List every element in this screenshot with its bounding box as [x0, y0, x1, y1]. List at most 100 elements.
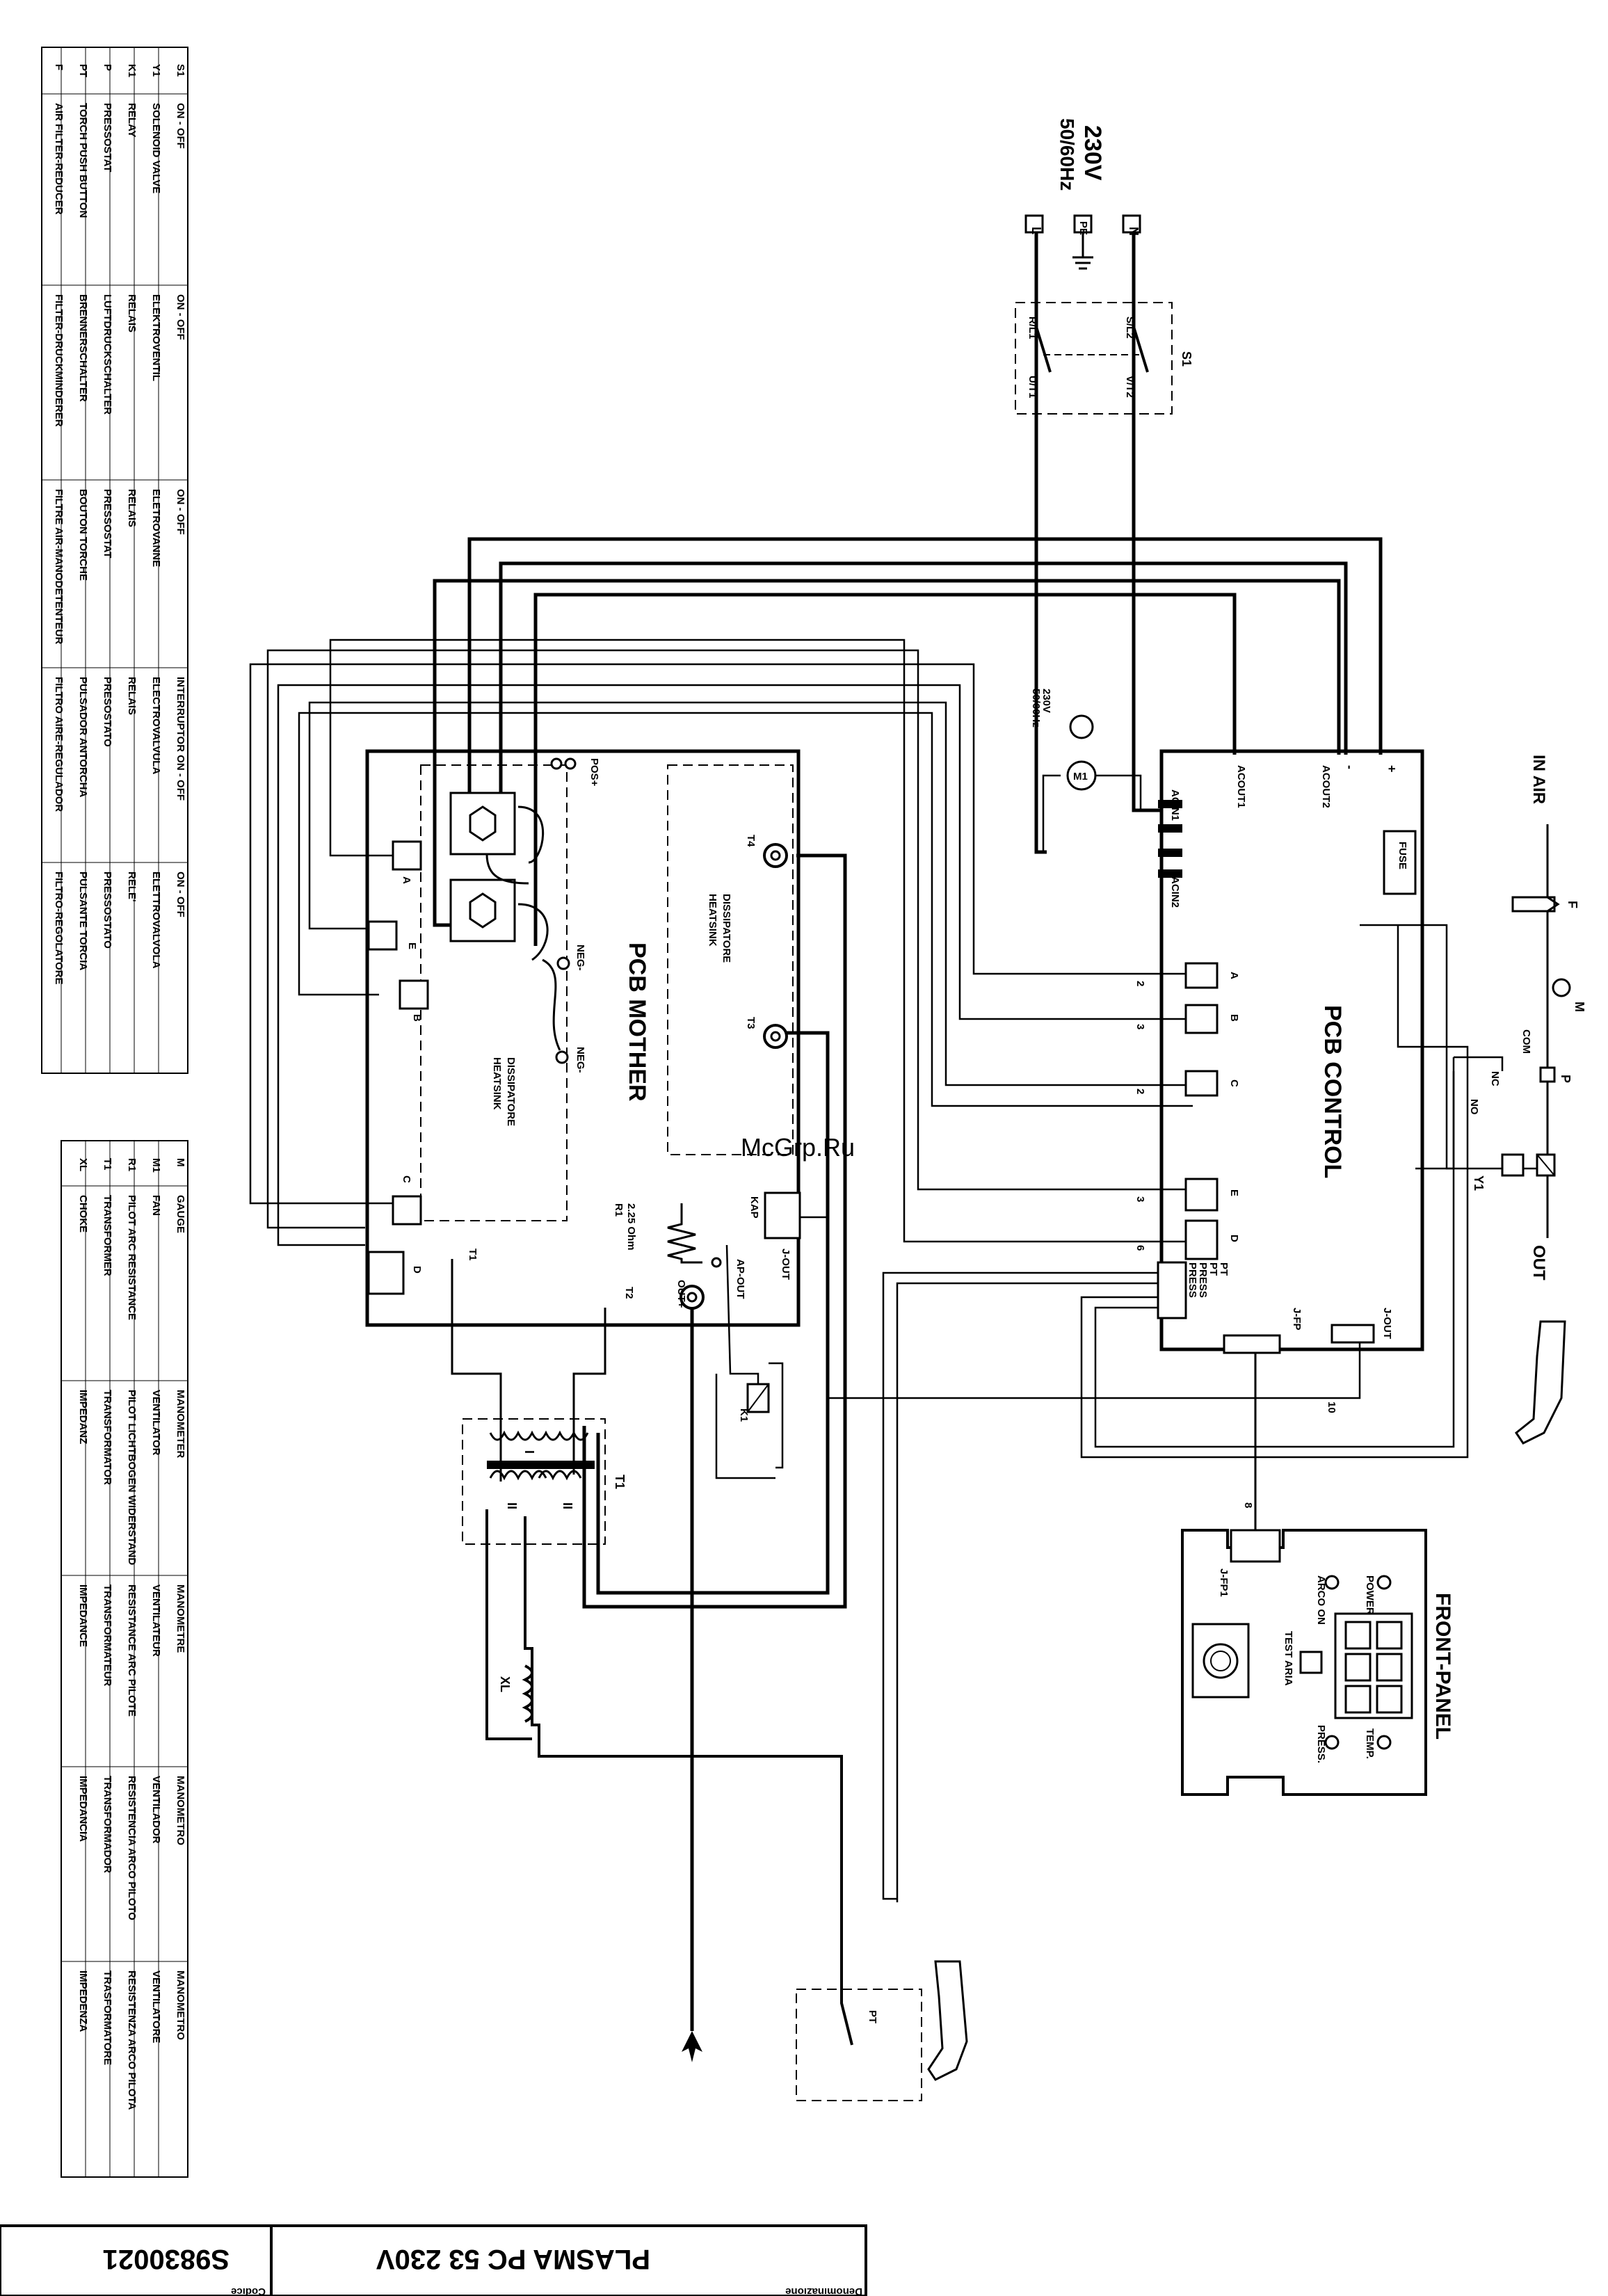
torch-icon — [927, 1960, 968, 2081]
table-cell: XL — [77, 1158, 89, 1171]
table-cell: ELECTROVALVULA — [150, 677, 162, 774]
table-cell: ELEKTROVENTIL — [150, 294, 162, 381]
table-cell: K1 — [126, 64, 138, 77]
wire-count-a: 2 — [1134, 981, 1146, 986]
table-cell: INTERRUPTOR ON - OFF — [175, 677, 186, 801]
air-in-label: IN AIR — [1529, 755, 1548, 804]
gauge-label: M — [1573, 1002, 1586, 1012]
table-cell: BRENNERSCHALTER — [77, 294, 89, 402]
title-block: Denominazione PLASMA PC 53 230V Codice S… — [0, 2224, 867, 2296]
ac-symbol-icon — [1069, 714, 1094, 739]
table-cell: M — [175, 1158, 186, 1167]
table-cell: RELAY — [126, 103, 138, 137]
wire-count-fp: 8 — [1242, 1502, 1254, 1508]
pcb-mother-title: PCB MOTHER — [624, 942, 650, 1102]
table-cell: ON - OFF — [175, 489, 186, 535]
table-cell: SOLENOID VALVE — [150, 103, 162, 193]
terminal-pe-label: PE — [1077, 221, 1089, 235]
table-cell: MANOMETRO — [175, 1776, 186, 1845]
table-cell: TRANSFORMER — [102, 1195, 113, 1276]
test-aria-button[interactable] — [1299, 1651, 1323, 1674]
switch-pin-ut1: U/T1 — [1027, 376, 1038, 399]
fan: M1 230V 50/60Hz — [1030, 689, 1097, 791]
neg-terminal2-label: NEG- — [574, 1047, 586, 1073]
press-label: PRESS. — [1315, 1725, 1327, 1763]
test-aria-label: TEST ARIA — [1283, 1631, 1294, 1686]
no-label: NO — [1468, 1099, 1480, 1115]
table-cell: BOUTON TORCHE — [77, 489, 89, 581]
table-cell: ON - OFF — [175, 872, 186, 917]
jfp1-label: J-FP1 — [1218, 1568, 1230, 1597]
outplus-label: OUT+ — [675, 1280, 687, 1308]
table-cell: M1 — [150, 1158, 162, 1173]
acout2-label: ACOUT2 — [1320, 765, 1332, 808]
y1-label: Y1 — [1472, 1175, 1486, 1191]
mother-connector-a — [392, 840, 422, 871]
table-cell: RELE' — [126, 872, 138, 902]
display — [1334, 1612, 1413, 1719]
wires — [249, 233, 1549, 2046]
table-cell: ELETROVANNE — [150, 489, 162, 567]
connector-b-label: B — [1228, 1014, 1240, 1022]
fan-ref: M1 — [1073, 771, 1088, 782]
connector-c — [1184, 1070, 1219, 1097]
table-cell: TORCH PUSH BUTTON — [77, 103, 89, 218]
table-cell: PT — [77, 64, 89, 77]
pcb-mother: PCB MOTHER DISSIPATORE HEATSINK DISSIPAT… — [365, 749, 801, 1422]
table-cell: RESISTENZA ARCO PILOTA — [126, 1970, 138, 2110]
legend-table-2: MGAUGEMANOMETERMANOMETREMANOMETROMANOMET… — [61, 1140, 188, 2178]
mother-connector-e — [367, 920, 398, 951]
table-cell: IMPEDENZA — [77, 1970, 89, 2032]
k1-label: K1 — [738, 1408, 750, 1422]
wire-count-d: 6 — [1134, 1245, 1146, 1251]
connector-d — [1184, 1219, 1219, 1260]
pt2-label: PT — [1207, 1262, 1219, 1276]
bridge-rectifier-2 — [449, 878, 516, 942]
terminal-n-label: N — [1127, 227, 1141, 236]
air-out-label: OUT — [1529, 1245, 1548, 1281]
main-switch: R/L1 S/L2 U/T1 V/T2 S1 — [1015, 302, 1193, 415]
table-cell: IMPEDANZ — [77, 1390, 89, 1444]
jfp-label: J-FP — [1291, 1308, 1303, 1331]
pcb-control-jout-label: J-OUT — [1381, 1308, 1393, 1339]
table-cell: RESISTENCIA ARCO PILOTO — [126, 1776, 138, 1920]
mother-connector-e-label: E — [406, 942, 418, 949]
terminal-l — [1024, 214, 1044, 234]
com-label: COM — [1520, 1029, 1532, 1054]
torch-area: PT — [682, 1960, 968, 2101]
t1-terminal-label: T1 — [467, 1249, 479, 1261]
acout1-label: ACOUT1 — [1235, 765, 1247, 808]
r1-ref: R1 — [613, 1203, 625, 1217]
table-cell: ON - OFF — [175, 294, 186, 340]
connector-b — [1184, 1004, 1219, 1034]
t3-label: T3 — [745, 1017, 757, 1029]
transformer-t1: I II II T1 — [462, 1418, 627, 1545]
fan-frequency: 50/60Hz — [1030, 689, 1042, 728]
table-cell: FILTER-DRUCKMINDERER — [53, 294, 65, 427]
arco-on-label: ARCO ON — [1315, 1575, 1327, 1625]
table-cell: VENTILATEUR — [150, 1584, 162, 1657]
neg-terminal1-label: NEG- — [574, 945, 586, 971]
wire-count-b: 3 — [1134, 1024, 1146, 1029]
wire-count-e: 3 — [1134, 1196, 1146, 1202]
table-cell: PULSANTE TORCIA — [77, 872, 89, 970]
mother-connector-d-label: D — [411, 1266, 423, 1274]
switch-ref: S1 — [1180, 351, 1193, 367]
table-cell: VENTILATOR — [150, 1390, 162, 1456]
filter-icon — [1511, 896, 1560, 913]
wire-count-jout: 10 — [1326, 1402, 1337, 1413]
mother-connector-c-label: C — [401, 1175, 412, 1183]
acin2-label: ACIN2 — [1169, 876, 1181, 908]
pcb-control-title: PCB CONTROL — [1319, 1005, 1346, 1178]
mother-connector-c — [392, 1195, 422, 1226]
table-cell: GAUGE — [175, 1195, 186, 1233]
table-cell: RESISTANCE ARC PILOTE — [126, 1584, 138, 1717]
table-cell: TRANSFORMATOR — [102, 1390, 113, 1485]
mother-connector-a-label: A — [401, 876, 412, 884]
table-cell: T1 — [102, 1158, 113, 1171]
press1-label: PRESS — [1197, 1262, 1209, 1298]
denomination-value: PLASMA PC 53 230V — [376, 2244, 650, 2274]
terminal-n — [1122, 214, 1141, 234]
